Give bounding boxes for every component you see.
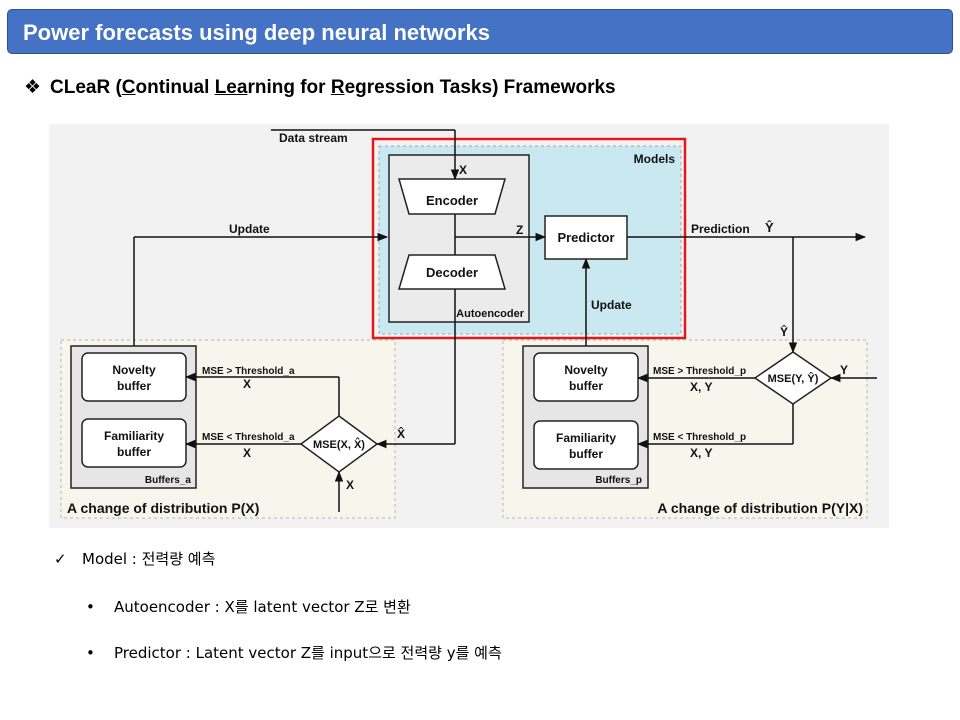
novelty-buffer-p-line2: buffer — [569, 379, 603, 393]
note-text: Autoencoder : X를 latent vector Z로 변환 — [114, 598, 411, 616]
x-input-label: X — [459, 163, 467, 177]
mse-gt-p-sub: X, Y — [690, 380, 712, 394]
z-label: Z — [516, 223, 523, 237]
mse-lt-a-sub: X — [243, 446, 251, 460]
familiarity-buffer-a-line2: buffer — [117, 445, 151, 459]
page-title: Power forecasts using deep neural networ… — [23, 20, 491, 45]
predictor-box — [544, 215, 628, 260]
mse-lt-p-sub: X, Y — [690, 446, 712, 460]
predictor-update-label: Update — [591, 298, 632, 312]
change-pyx-label: A change of distribution P(Y|X) — [657, 500, 863, 516]
note-text: Model : 전력량 예측 — [82, 550, 216, 568]
note-model: ✓ Model : 전력량 예측 — [54, 548, 215, 569]
buffers-p-label: Buffers_p — [595, 475, 642, 486]
models-label: Models — [634, 152, 676, 166]
y-input-label: Y — [840, 363, 848, 377]
data-stream-label: Data stream — [279, 131, 348, 145]
novelty-buffer-a-line1: Novelty — [112, 363, 156, 377]
decoder-label: Decoder — [426, 265, 478, 280]
familiarity-buffer-p-line2: buffer — [569, 447, 603, 461]
subtitle: ❖ CLeaR (Continual Learning for Regressio… — [24, 76, 616, 99]
novelty-buffer-p — [533, 352, 639, 402]
mse-lt-p-label: MSE < Threshold_p — [653, 432, 746, 443]
mse-lt-a-label: MSE < Threshold_a — [202, 432, 295, 443]
update-label: Update — [229, 222, 270, 236]
autoencoder-label: Autoencoder — [456, 308, 525, 320]
y-hat-label: Ŷ — [765, 220, 774, 235]
novelty-buffer-a — [81, 352, 187, 402]
subtitle-part: ontinual — [135, 77, 215, 98]
note-text: Predictor : Latent vector Z를 input으로 전력량… — [114, 644, 502, 662]
x-hat-label: X̂ — [397, 426, 405, 441]
subtitle-part: rning for — [247, 77, 331, 98]
check-icon: ✓ — [54, 550, 67, 568]
subtitle-part-underlined: Lea — [214, 77, 248, 98]
x-bottom-label: X — [346, 478, 354, 492]
clear-framework-diagram: Models Autoencoder Encoder Decoder Predi… — [49, 124, 889, 528]
subtitle-part-underlined: C — [121, 77, 136, 98]
familiarity-buffer-p — [533, 420, 639, 470]
bullet-icon: • — [86, 644, 95, 662]
model-highlight-frame — [371, 137, 687, 340]
mse-x-label: MSE(X, X̂) — [313, 438, 365, 451]
familiarity-buffer-a — [81, 418, 187, 468]
encoder-label: Encoder — [426, 193, 478, 208]
mse-gt-a-label: MSE > Threshold_a — [202, 366, 295, 377]
novelty-buffer-a-line2: buffer — [117, 379, 151, 393]
note-predictor: • Predictor : Latent vector Z를 input으로 전력… — [86, 642, 502, 663]
decoder-shape — [397, 254, 507, 290]
bullet-icon: • — [86, 598, 95, 616]
subtitle-part: CLeaR ( — [50, 77, 122, 98]
novelty-buffer-p-line1: Novelty — [564, 363, 608, 377]
mse-y-label: MSE(Y, Ŷ) — [768, 372, 819, 385]
change-px-label: A change of distribution P(X) — [67, 500, 259, 516]
buffers-a-label: Buffers_a — [145, 475, 192, 486]
familiarity-buffer-p-line1: Familiarity — [556, 431, 616, 445]
note-autoencoder: • Autoencoder : X를 latent vector Z로 변환 — [86, 596, 411, 617]
title-bar: Power forecasts using deep neural networ… — [7, 9, 953, 54]
familiarity-buffer-a-line1: Familiarity — [104, 429, 164, 443]
diamond-bullet-icon: ❖ — [24, 77, 42, 98]
mse-gt-p-label: MSE > Threshold_p — [653, 366, 746, 377]
y-hat-down-label: Ŷ — [780, 324, 788, 339]
prediction-label: Prediction — [691, 222, 750, 236]
subtitle-part-underlined: R — [330, 77, 345, 98]
encoder-shape — [398, 178, 506, 215]
mse-gt-a-sub: X — [243, 377, 251, 391]
predictor-label: Predictor — [557, 230, 614, 245]
subtitle-part: egression Tasks) Frameworks — [344, 77, 616, 98]
